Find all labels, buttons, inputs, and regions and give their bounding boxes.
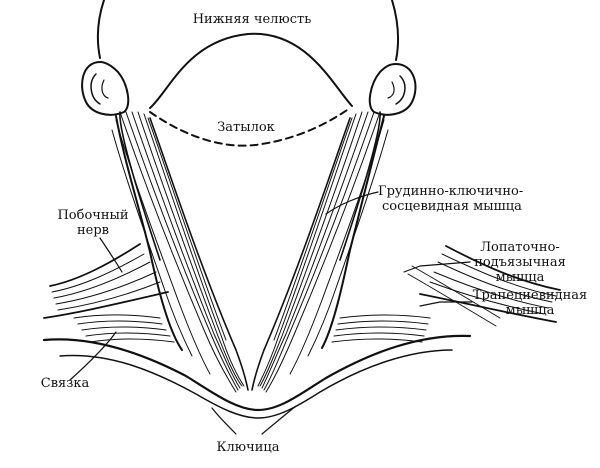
occiput-dashed-line — [149, 107, 351, 147]
leader-line-omohyoid — [403, 261, 471, 273]
left-sternocleidomastoid-muscle — [111, 111, 249, 393]
leader-line-clavicle-right — [261, 405, 297, 435]
leader-line-ligament — [69, 331, 117, 381]
label-omohyoid: Лопаточно- подъязычная мышца — [470, 240, 570, 285]
right-ear — [368, 63, 417, 116]
label-accessory-nerve: Побочный нерв — [52, 208, 134, 238]
label-trapezius-line-2: мышца — [505, 303, 555, 318]
label-clavicle: Ключица — [216, 440, 280, 455]
leader-line-trapezius — [419, 301, 473, 307]
mandible-outline — [149, 32, 353, 109]
head-outline-right — [391, 0, 400, 61]
label-accessory-line-1: Побочный — [57, 208, 129, 223]
left-ear — [81, 61, 130, 116]
left-omohyoid-muscle — [73, 314, 175, 343]
label-scm-line-2: сосцевидная мышца — [382, 199, 522, 214]
label-ligament: Связка — [40, 376, 90, 391]
label-trapezius: Трапециевидная мышца — [468, 288, 592, 318]
clavicle-bone — [42, 334, 472, 412]
label-omohyoid-line-2: подъязычная — [474, 255, 566, 270]
leader-line-scm — [325, 191, 379, 215]
label-omohyoid-line-3: мышца — [495, 270, 545, 285]
right-trapezius-muscle — [407, 245, 561, 327]
neck-contour-right — [321, 115, 385, 349]
label-trapezius-line-1: Трапециевидная — [472, 288, 588, 303]
right-sternocleidomastoid-muscle — [251, 111, 389, 393]
left-trapezius-muscle — [43, 243, 169, 319]
label-accessory-line-2: нерв — [77, 223, 109, 238]
label-occiput: Затылок — [217, 120, 275, 135]
right-omohyoid-muscle — [331, 314, 431, 343]
leader-line-clavicle-left — [211, 407, 237, 435]
head-outline-left — [96, 0, 105, 59]
label-scm-line-1: Грудинно-ключично- — [378, 184, 524, 199]
label-lower-jaw: Нижняя челюсть — [192, 12, 312, 27]
label-sternocleidomastoid: Грудинно-ключично- сосцевидная мышца — [378, 184, 523, 214]
leader-line-accessory-nerve — [99, 237, 123, 273]
clavicle-bone-lower — [59, 349, 453, 419]
neck-contour-left — [115, 115, 183, 351]
label-omohyoid-line-1: Лопаточно- — [480, 240, 560, 255]
